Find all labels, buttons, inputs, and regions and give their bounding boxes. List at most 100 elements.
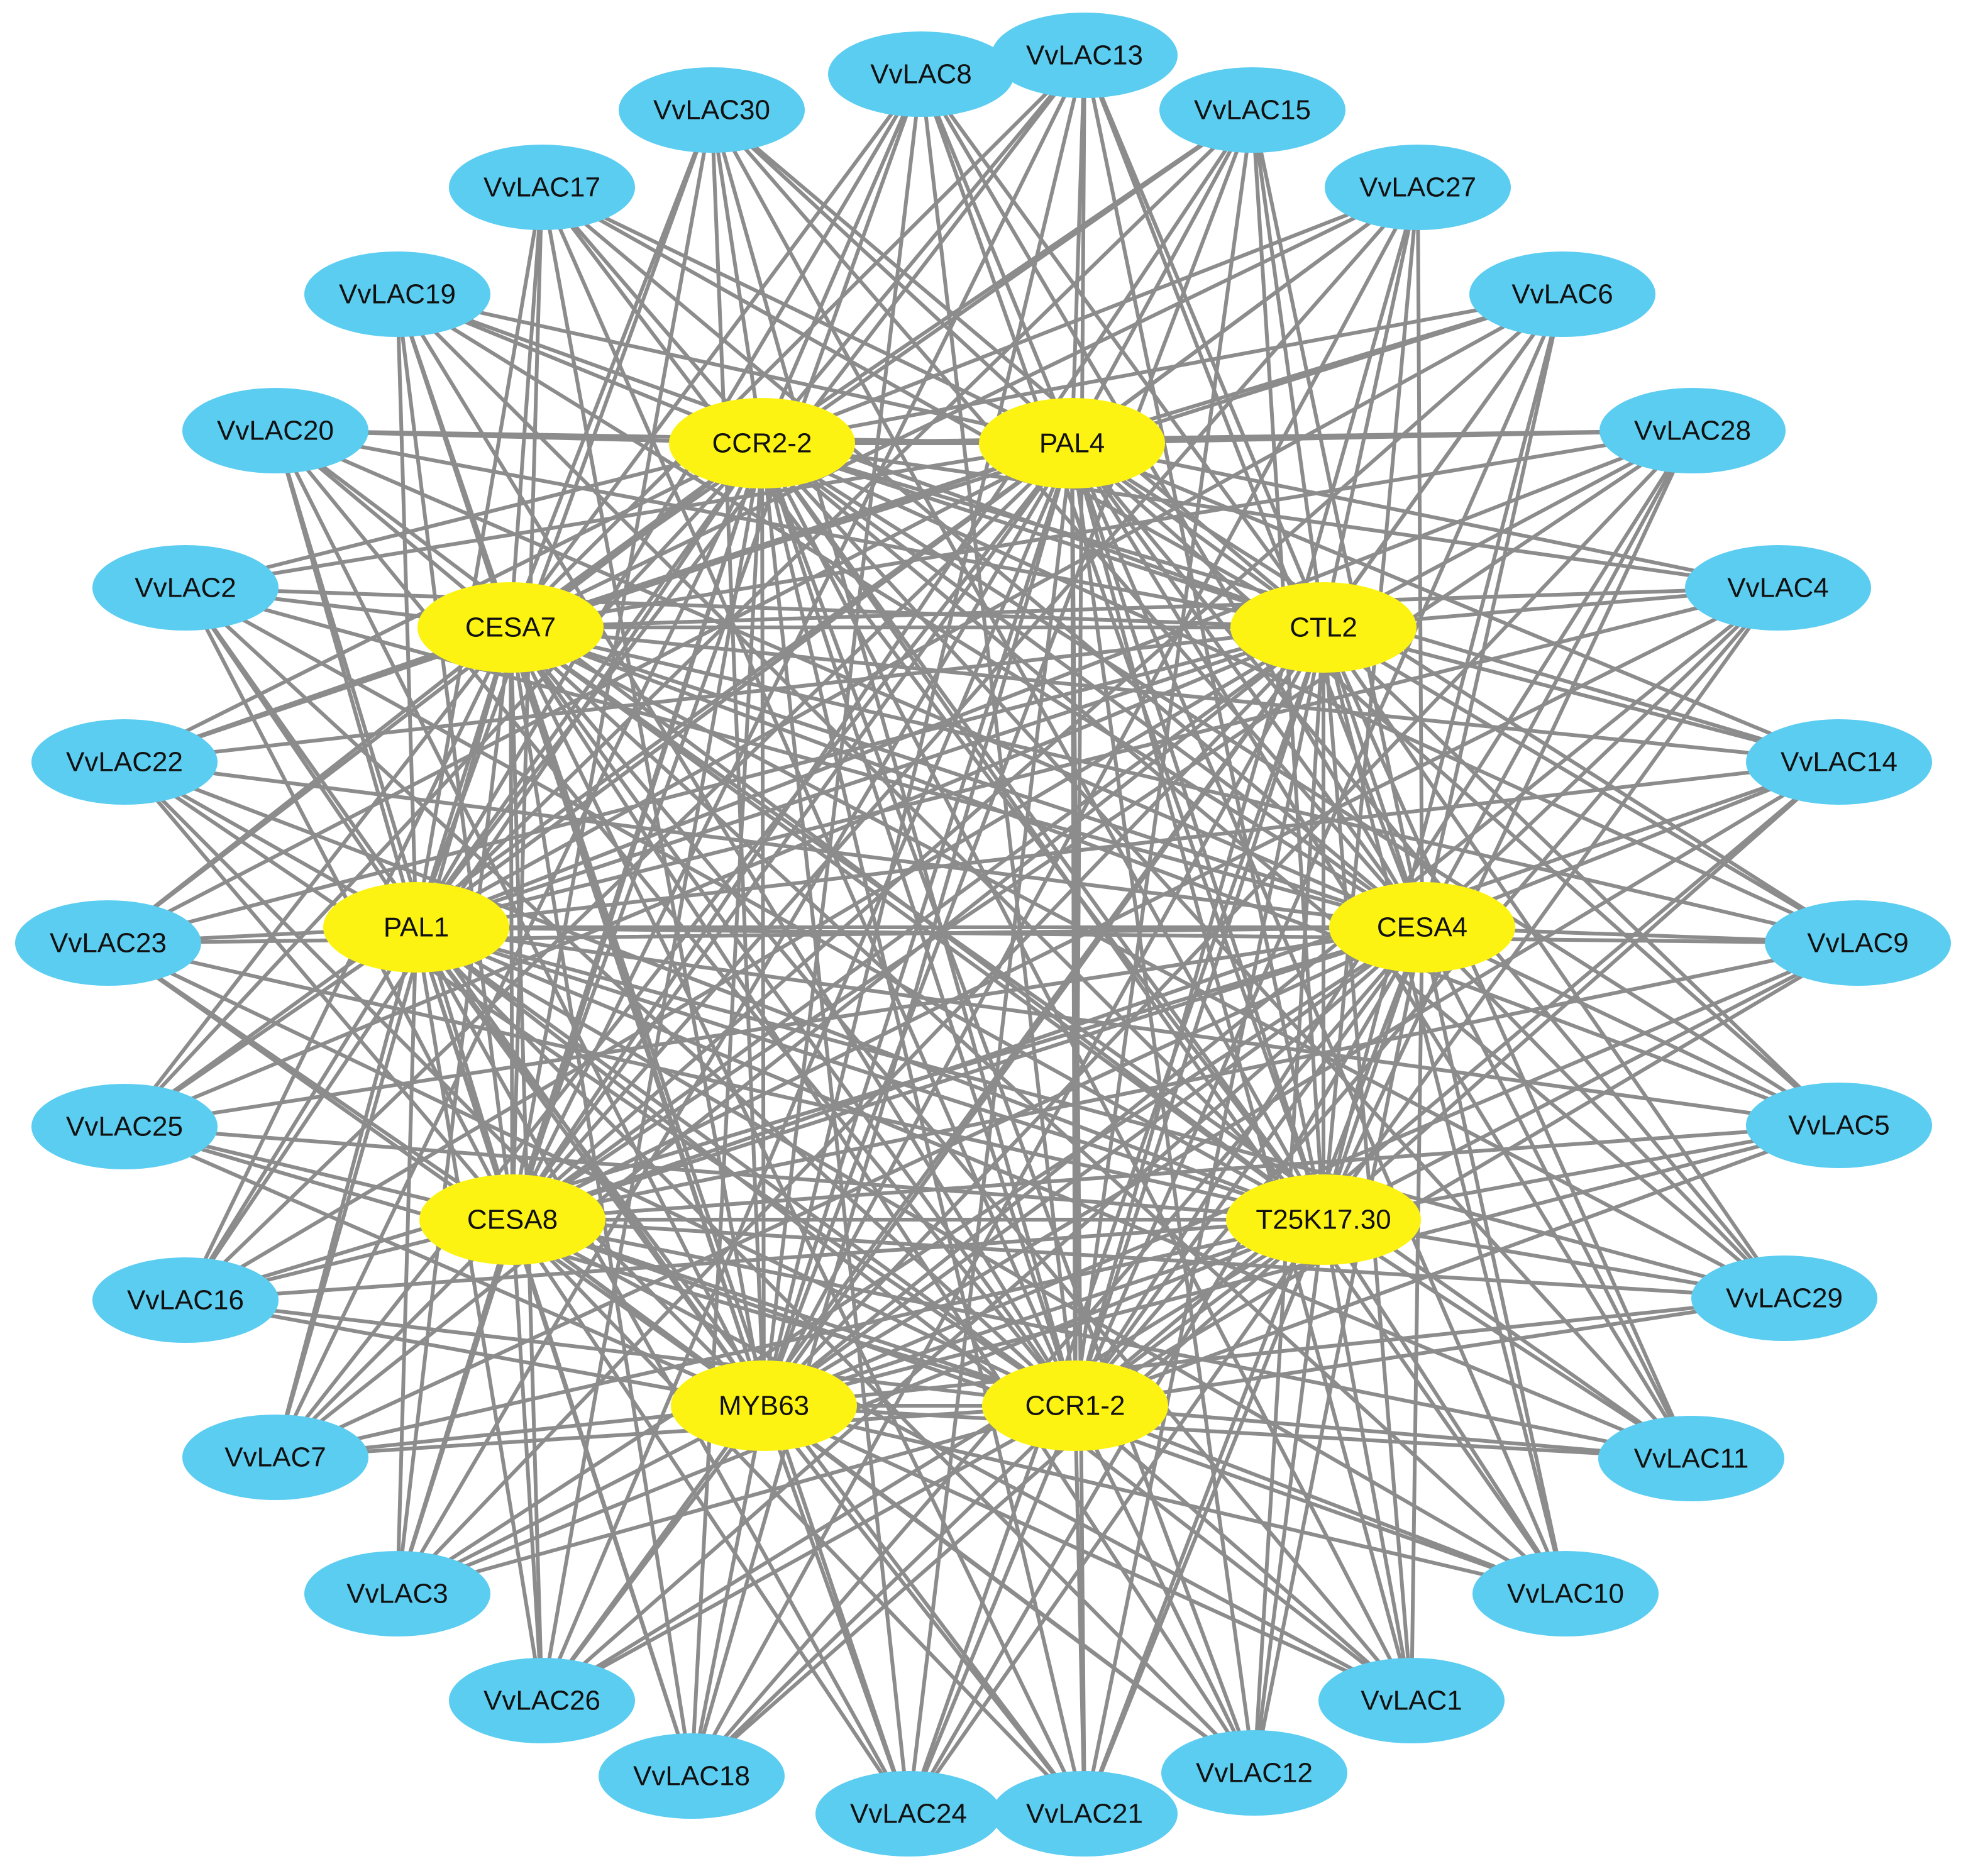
edge-myb63-to-vvlac9 — [762, 941, 1860, 1408]
laccase-node-vvlac29: VvLAC29 — [1691, 1255, 1877, 1341]
edge-cesa8-to-vvlac15 — [511, 108, 1254, 1222]
edge-pal1-to-vvlac16 — [184, 925, 418, 1302]
edge-ccr1-2-to-vvlac10 — [1073, 1404, 1567, 1596]
edge-pal4-to-vvlac25 — [123, 441, 1074, 1128]
laccase-node-vvlac8: VvLAC8 — [828, 31, 1014, 117]
edge-myb63-to-vvlac1 — [762, 1404, 1413, 1702]
edge-ccr1-2-to-vvlac7 — [273, 1404, 1077, 1459]
edge-myb63-to-vvlac20 — [273, 429, 766, 1408]
laccase-node-vvlac25: VvLAC25 — [31, 1084, 218, 1169]
hub-node-shape — [669, 398, 855, 488]
laccase-node-label: VvLAC5 — [1788, 1110, 1889, 1141]
laccase-node-shape — [1325, 145, 1511, 230]
edge-ccr1-2-to-vvlac8 — [919, 72, 1077, 1408]
hub-node-t25k17-30: T25K17.30 — [1226, 1174, 1421, 1265]
edge-pal1-to-vvlac26 — [414, 925, 544, 1702]
laccase-node-vvlac21: VvLAC21 — [992, 1771, 1178, 1857]
edge-pal1-to-vvlac29 — [414, 925, 1786, 1300]
edge-ccr1-2-to-vvlac30 — [710, 108, 1077, 1408]
edge-ccr1-2-to-vvlac24 — [907, 1404, 1077, 1816]
edge-t25k17-30-to-vvlac20 — [273, 429, 1325, 1222]
hub-node-cesa8: CESA8 — [419, 1174, 605, 1265]
hub-node-label: CTL2 — [1290, 612, 1357, 643]
hub-node-pal1: PAL1 — [323, 882, 509, 973]
laccase-node-label: VvLAC2 — [135, 573, 236, 604]
laccase-node-shape — [1161, 1730, 1347, 1816]
laccase-node-shape — [31, 1084, 218, 1169]
edge-cesa7-to-vvlac11 — [509, 626, 1693, 1460]
edge-cesa8-to-vvlac14 — [511, 760, 1841, 1222]
laccase-node-label: VvLAC13 — [1026, 40, 1143, 71]
laccase-node-label: VvLAC26 — [483, 1686, 600, 1716]
laccase-node-label: VvLAC19 — [339, 279, 456, 310]
edge-ccr1-2-to-vvlac11 — [1073, 1404, 1693, 1460]
edge-ctl2-to-vvlac5 — [1322, 626, 1841, 1127]
edge-ccr1-2-to-vvlac15 — [1073, 108, 1254, 1408]
laccase-node-label: VvLAC24 — [850, 1799, 967, 1829]
edge-ctl2-to-vvlac18 — [690, 626, 1325, 1778]
edge-pal4-to-vvlac8 — [919, 72, 1074, 445]
edge-cesa4-to-vvlac1 — [1410, 925, 1424, 1702]
edge-t25k17-30-to-vvlac26 — [540, 1218, 1325, 1702]
edge-t25k17-30-to-vvlac2 — [184, 586, 1325, 1222]
laccase-node-vvlac9: VvLAC9 — [1765, 900, 1951, 986]
edge-cesa4-to-vvlac4 — [1420, 586, 1780, 929]
edge-pal4-to-vvlac18 — [690, 441, 1074, 1778]
edge-cesa4-to-t25k17-30 — [1322, 925, 1424, 1222]
laccase-node-label: VvLAC30 — [653, 95, 770, 126]
laccase-node-vvlac27: VvLAC27 — [1325, 145, 1511, 230]
laccase-node-label: VvLAC23 — [50, 928, 167, 959]
laccase-node-vvlac10: VvLAC10 — [1472, 1551, 1659, 1636]
edge-t25k17-30-to-vvlac18 — [690, 1218, 1325, 1778]
edge-myb63-to-vvlac12 — [762, 1404, 1256, 1775]
laccase-node-label: VvLAC15 — [1194, 95, 1311, 126]
edge-cesa4-to-vvlac3 — [395, 925, 1424, 1596]
laccase-node-label: VvLAC3 — [346, 1579, 448, 1609]
laccase-node-vvlac13: VvLAC13 — [992, 13, 1178, 98]
hub-node-cesa7: CESA7 — [417, 582, 604, 673]
laccase-node-vvlac19: VvLAC19 — [304, 251, 490, 337]
edge-t25k17-30-to-vvlac13 — [1083, 53, 1325, 1222]
edge-ccr1-2-to-vvlac29 — [1073, 1296, 1786, 1408]
edge-cesa8-to-vvlac11 — [511, 1218, 1693, 1460]
laccase-node-label: VvLAC16 — [127, 1285, 244, 1316]
laccase-node-shape — [992, 13, 1178, 98]
edge-cesa8-to-vvlac6 — [511, 292, 1564, 1222]
laccase-node-vvlac2: VvLAC2 — [92, 545, 279, 631]
edge-ccr1-2-to-vvlac9 — [1073, 941, 1860, 1408]
laccase-node-label: VvLAC10 — [1507, 1579, 1624, 1609]
laccase-node-shape — [619, 67, 805, 153]
hub-node-ctl2: CTL2 — [1230, 582, 1417, 673]
laccase-node-shape — [1599, 388, 1786, 473]
edge-ccr1-2-to-vvlac14 — [1073, 760, 1841, 1408]
edge-cesa8-to-vvlac20 — [273, 429, 514, 1222]
edge-ccr1-2-to-vvlac5 — [1073, 1123, 1841, 1408]
laccase-node-shape — [31, 719, 218, 805]
edge-ccr1-2-to-vvlac4 — [1073, 586, 1780, 1408]
edge-ccr1-2-to-vvlac27 — [1073, 185, 1420, 1408]
laccase-node-vvlac12: VvLAC12 — [1161, 1730, 1347, 1816]
hub-node-cesa4: CESA4 — [1329, 882, 1515, 973]
hub-node-label: CESA8 — [467, 1205, 558, 1235]
edge-ccr2-2-to-vvlac6 — [760, 292, 1564, 445]
hub-node-shape — [419, 1174, 605, 1265]
hub-node-label: MYB63 — [719, 1391, 809, 1421]
hub-node-ccr2-2: CCR2-2 — [669, 398, 855, 488]
edge-cesa8-to-vvlac30 — [511, 108, 714, 1222]
edge-ccr2-2-to-vvlac1 — [760, 441, 1413, 1702]
edge-cesa8-to-vvlac19 — [395, 292, 514, 1222]
edge-cesa7-to-vvlac5 — [509, 626, 1841, 1127]
edge-pal1-to-vvlac3 — [395, 925, 418, 1596]
laccase-node-vvlac26: VvLAC26 — [449, 1658, 635, 1743]
edge-ctl2-to-vvlac14 — [1322, 626, 1841, 764]
edge-ctl2-to-vvlac2 — [184, 586, 1325, 629]
edge-myb63-to-vvlac4 — [762, 586, 1780, 1408]
edge-pal4-to-vvlac12 — [1070, 441, 1256, 1775]
edge-myb63-to-vvlac13 — [762, 53, 1086, 1408]
edge-layer — [106, 53, 1860, 1816]
edge-t25k17-30-to-vvlac28 — [1322, 429, 1694, 1222]
edge-t25k17-30-to-vvlac27 — [1322, 185, 1420, 1222]
hub-node-shape — [1329, 882, 1515, 973]
edge-cesa7-to-vvlac7 — [273, 626, 512, 1459]
laccase-node-shape — [182, 388, 368, 473]
